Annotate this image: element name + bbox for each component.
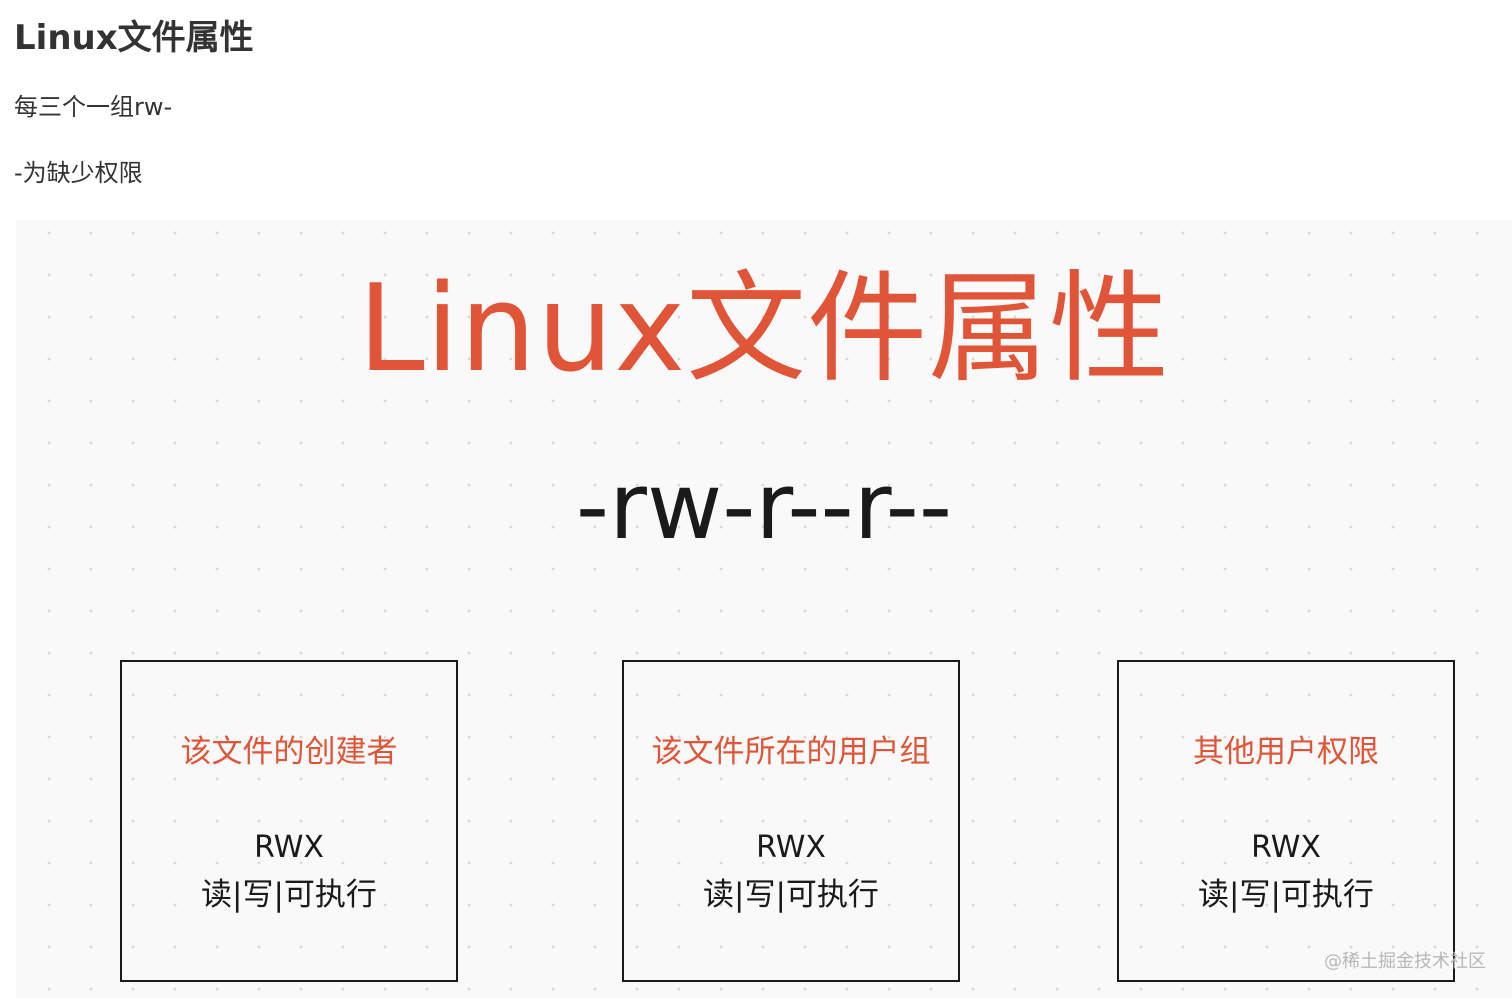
others-permission-box: 其他用户权限 RWX 读|写|可执行 (1117, 660, 1455, 982)
permission-string: -rw-r--r-- (575, 453, 953, 560)
diagram-title: Linux文件属性 (357, 260, 1171, 399)
box-heading: 该文件的创建者 (180, 734, 398, 770)
owner-permission-box: 该文件的创建者 RWX 读|写|可执行 (120, 660, 458, 982)
page-title: Linux文件属性 (14, 18, 254, 58)
watermark: @稀土掘金技术社区 (1324, 951, 1486, 972)
permission-diagram: Linux文件属性 -rw-r--r-- 该文件的创建者 RWX 读|写|可执行… (16, 220, 1512, 998)
box-description: 读|写|可执行 (1198, 877, 1374, 913)
box-description: 读|写|可执行 (201, 877, 377, 913)
box-heading: 该文件所在的用户组 (651, 734, 931, 770)
box-code: RWX (254, 830, 324, 865)
box-code: RWX (756, 830, 826, 865)
group-permission-box: 该文件所在的用户组 RWX 读|写|可执行 (622, 660, 960, 982)
box-code: RWX (1251, 830, 1321, 865)
paragraph-missing-note: -为缺少权限 (14, 159, 143, 187)
box-description: 读|写|可执行 (703, 877, 879, 913)
paragraph-group-note: 每三个一组rw- (14, 93, 173, 121)
box-heading: 其他用户权限 (1193, 734, 1379, 770)
